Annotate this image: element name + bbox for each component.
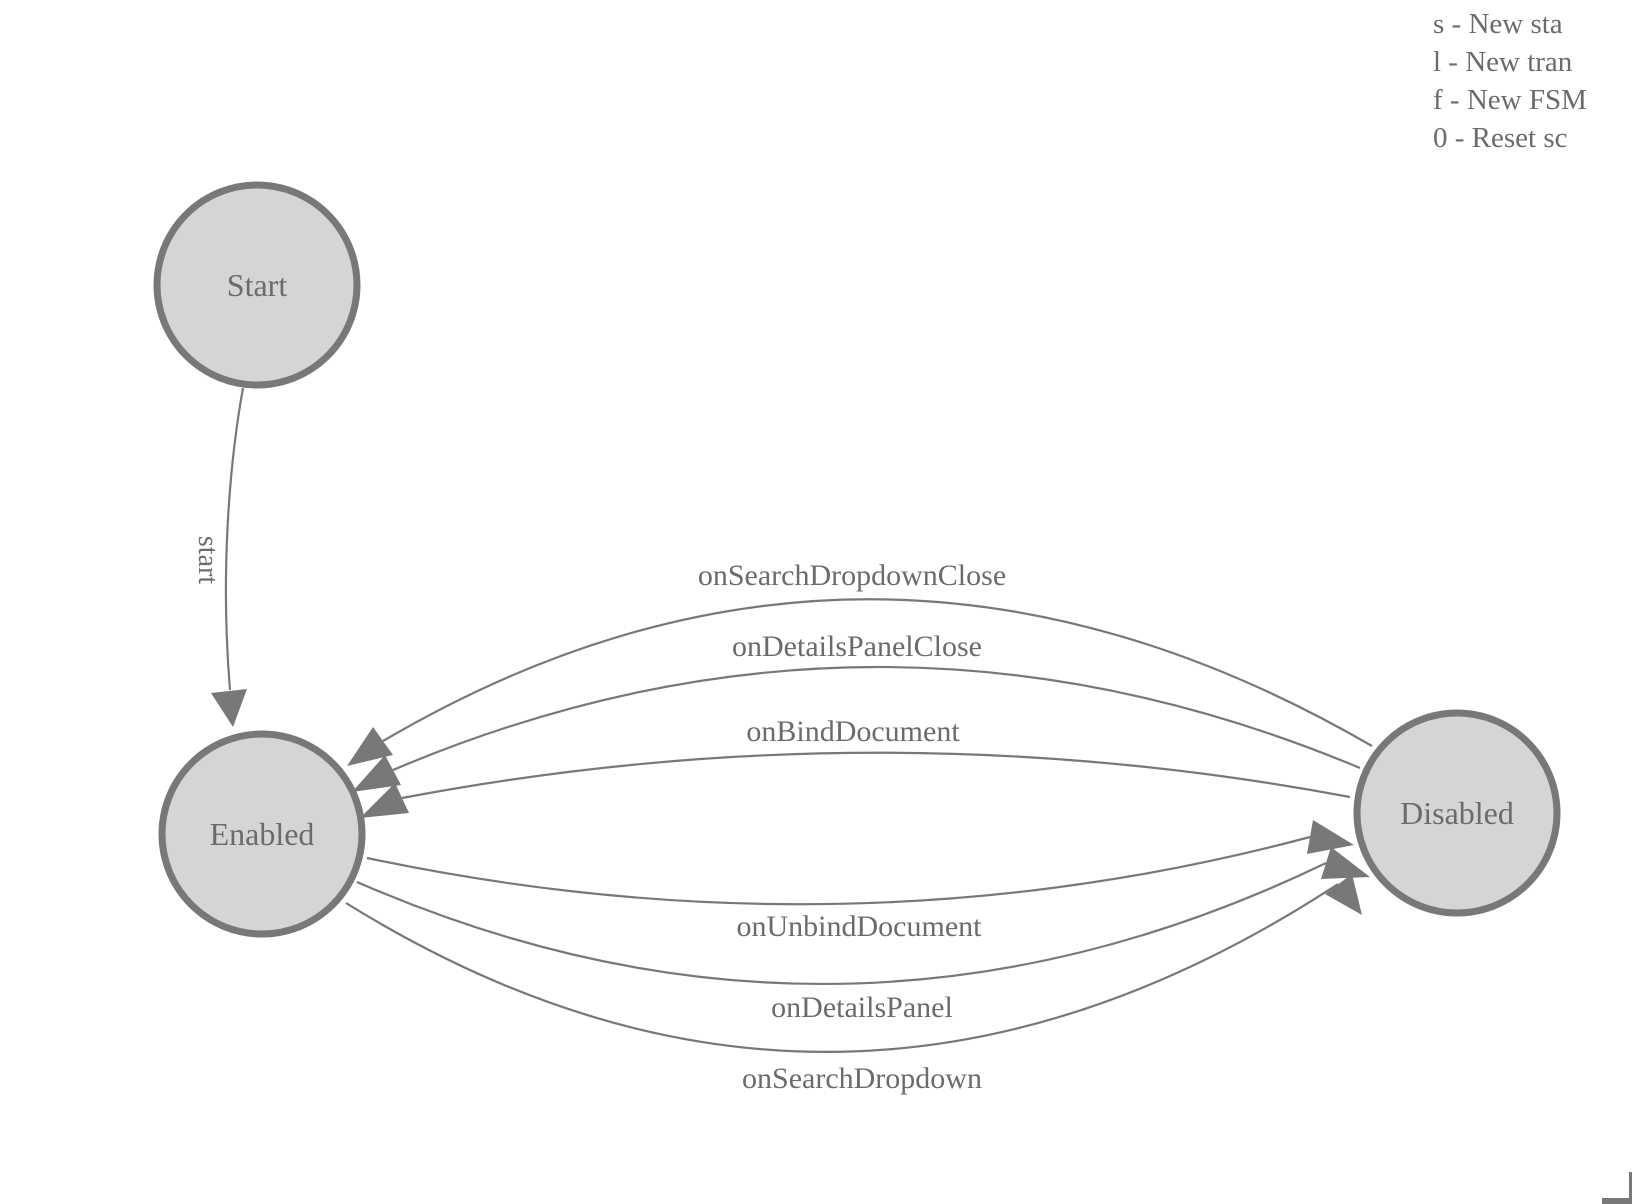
arrowhead-onUnbindDocument (1307, 820, 1354, 854)
state-node-start[interactable] (153, 181, 361, 389)
transition-label-start[interactable]: start (192, 536, 223, 584)
state-label-start[interactable]: Start (227, 267, 288, 303)
transition-label-onUnbindDocument[interactable]: onUnbindDocument (737, 910, 983, 943)
canvas-corner-border-vertical (1629, 1172, 1632, 1204)
edge-onBindDocument[interactable] (401, 751, 1351, 800)
arrowhead-onDetailsPanelClose (352, 755, 401, 792)
arrowhead-onSearchDropdown (1325, 874, 1362, 915)
hotkey-legend-line: s - New sta (1433, 8, 1563, 40)
hotkey-legend-line: f - New FSM (1433, 84, 1587, 116)
edge-start-to-enabled[interactable] (224, 387, 245, 691)
edge-onSearchDropdown[interactable] (345, 883, 1339, 1053)
canvas-corner-border-horizontal (1602, 1198, 1632, 1204)
arrowhead-start-to-enabled (211, 689, 247, 727)
hotkey-legend-line: 0 - Reset sc (1433, 122, 1568, 154)
arrowhead-onBindDocument (360, 783, 409, 818)
edge-onSearchDropdownClose[interactable] (382, 598, 1373, 747)
transition-label-onSearchDropdown[interactable]: onSearchDropdown (742, 1062, 982, 1095)
transition-label-onSearchDropdownClose[interactable]: onSearchDropdownClose (698, 559, 1006, 592)
transition-label-onDetailsPanel[interactable]: onDetailsPanel (771, 991, 953, 1024)
transition-label-onDetailsPanelClose[interactable]: onDetailsPanelClose (732, 630, 982, 663)
transition-label-onBindDocument[interactable]: onBindDocument (746, 715, 960, 748)
state-node-disabled[interactable] (1353, 709, 1561, 917)
hotkey-legend: s - New sta l - New tran f - New FSM 0 -… (1433, 5, 1587, 157)
hotkey-legend-line: l - New tran (1433, 46, 1573, 78)
state-label-enabled[interactable]: Enabled (210, 816, 315, 852)
state-label-disabled[interactable]: Disabled (1400, 795, 1514, 831)
arrowhead-onDetailsPanel (1321, 847, 1370, 879)
state-node-enabled[interactable] (158, 730, 366, 938)
edge-onUnbindDocument[interactable] (366, 835, 1311, 906)
edge-onDetailsPanel[interactable] (356, 862, 1327, 986)
edge-onDetailsPanelClose[interactable] (392, 665, 1361, 772)
arrowhead-onSearchDropdownClose (347, 727, 393, 766)
